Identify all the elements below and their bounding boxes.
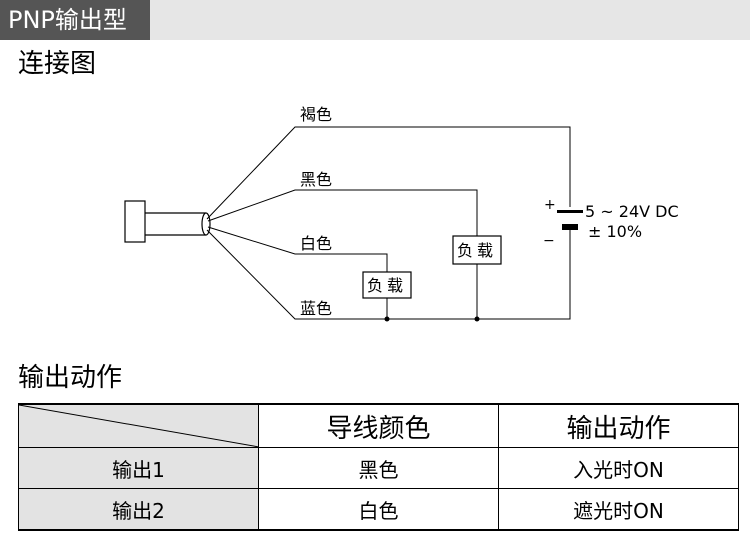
table-row: 输出2 白色 遮光时ON	[18, 488, 739, 531]
row-action: 遮光时ON	[498, 488, 739, 531]
black-load-box	[452, 235, 502, 265]
row-wire-color: 白色	[258, 488, 499, 531]
wire-black	[207, 189, 478, 236]
junction-dot	[384, 316, 390, 322]
battery-plate-long	[557, 210, 583, 213]
label-black: 黑色	[300, 170, 332, 189]
label-brown: 褐色	[300, 105, 332, 124]
sensor-cable	[145, 212, 206, 236]
output-table: 导线颜色 输出动作 输出1 黑色 入光时ON 输出2 白色 遮光时ON	[18, 403, 739, 531]
output-action-heading: 输出动作	[18, 363, 123, 393]
white-load-label: 负载	[367, 276, 407, 295]
row-wire-color: 黑色	[258, 447, 499, 489]
wiring-heading: 连接图	[18, 49, 97, 79]
supply-tolerance: ± 10%	[588, 222, 642, 241]
label-white: 白色	[300, 234, 332, 253]
junction-dot	[474, 316, 480, 322]
section-title: PNP输出型	[0, 0, 150, 40]
diagonal-divider	[19, 405, 259, 447]
row-action: 入光时ON	[498, 447, 739, 489]
sensor-connector	[124, 200, 146, 243]
battery-minus: −	[543, 233, 555, 249]
table-row: 输出1 黑色 入光时ON	[18, 447, 739, 489]
wire-brown	[206, 126, 571, 220]
battery-plus: +	[544, 197, 556, 213]
title-bar: PNP输出型	[0, 0, 750, 40]
battery-plate-short	[562, 224, 578, 230]
header-corner	[18, 403, 259, 448]
col-output-action: 输出动作	[498, 403, 739, 448]
col-wire-color: 导线颜色	[258, 403, 499, 448]
wire-white	[207, 226, 388, 272]
supply-voltage: 5 ~ 24V DC	[585, 202, 679, 221]
white-load-box	[362, 271, 412, 299]
table-header-row: 导线颜色 输出动作	[18, 403, 739, 448]
wiring-diagram: 褐色 黑色 白色 蓝色 负载 负载 + − 5 ~ 24V DC ± 10%	[124, 105, 679, 322]
black-load-label: 负载	[457, 241, 497, 260]
row-output-name: 输出1	[18, 447, 259, 489]
label-blue: 蓝色	[300, 299, 332, 318]
wire-blue	[206, 229, 571, 320]
row-output-name: 输出2	[18, 488, 259, 531]
